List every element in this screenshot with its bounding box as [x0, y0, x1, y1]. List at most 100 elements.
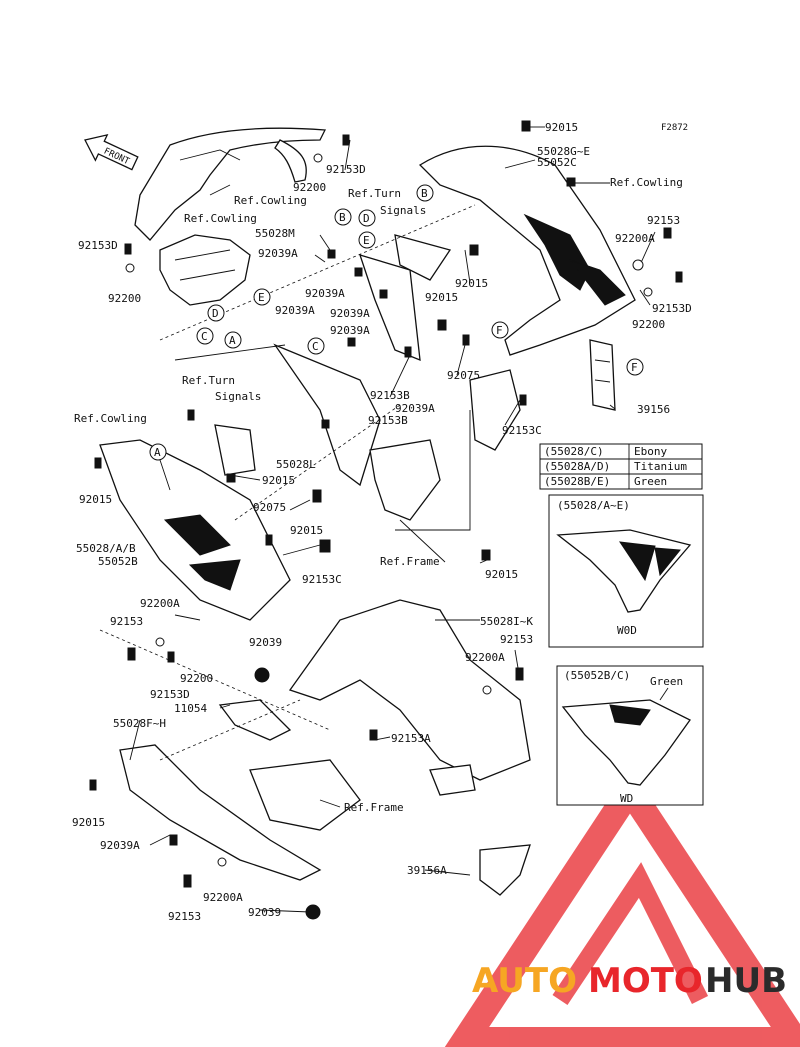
ref-label: Ref.Turn: [182, 374, 235, 387]
part-label: 11054: [174, 702, 207, 715]
watermark-part3: HUB: [705, 961, 787, 1001]
part-label: 92153A: [391, 732, 431, 745]
part-label: 92075: [447, 369, 480, 382]
right-cowl-part: [418, 145, 636, 411]
part-label: 92039A: [275, 304, 315, 317]
part-label: 92015: [545, 121, 578, 134]
color-table: (55028/C) Ebony (55028A/D) Titanium (550…: [539, 443, 703, 490]
part-label: 92200A: [615, 232, 655, 245]
part-label: 92200: [632, 318, 665, 331]
variant-inset-w0d: (55028/A~E) W0D: [548, 494, 704, 648]
part-label: 92015: [72, 816, 105, 829]
watermark-part1: AUTO: [472, 961, 577, 1001]
table-code: (55028A/D): [544, 460, 610, 473]
ref-label: Ref.Cowling: [610, 176, 683, 189]
mid-fairing-part: [99, 439, 291, 621]
part-label: 55052B: [98, 555, 138, 568]
ref-label: Ref.Cowling: [74, 412, 147, 425]
table-code: (55028/C): [544, 445, 604, 458]
part-label: 55028M: [255, 227, 295, 240]
callout-e: E: [258, 291, 265, 304]
part-label: 92039A: [258, 247, 298, 260]
callout-c: C: [201, 330, 208, 343]
part-label: 55028F~H: [113, 717, 166, 730]
callout-b: B: [421, 187, 428, 200]
part-label: 92153: [647, 214, 680, 227]
part-label: 92039A: [395, 402, 435, 415]
part-label: 92039A: [330, 307, 370, 320]
part-label: 92200: [293, 181, 326, 194]
ref-label: Ref.Frame: [380, 555, 440, 568]
callout-a: A: [229, 334, 236, 347]
callout-f: F: [496, 324, 503, 337]
inner-panel-part: [214, 234, 521, 521]
part-label: 92153D: [78, 239, 118, 252]
table-color: Green: [634, 475, 667, 488]
part-label: 55028/A/B: [76, 542, 136, 555]
part-label: 55052C: [537, 156, 577, 169]
part-label: 92153C: [502, 424, 542, 437]
part-label: 92015: [455, 277, 488, 290]
part-label: 92153: [500, 633, 533, 646]
part-label: 92039A: [100, 839, 140, 852]
table-color: Titanium: [634, 460, 687, 473]
lower-fairing-part: [119, 599, 531, 896]
part-label: 92153C: [302, 573, 342, 586]
watermark-logo: [444, 766, 800, 1047]
callout-c: C: [312, 340, 319, 353]
watermark-part2: MOTO: [588, 961, 703, 1001]
variant-inset-wd: (55052B/C) Green WD: [556, 665, 704, 806]
ref-label: Ref.Frame: [344, 801, 404, 814]
part-label: 92039A: [305, 287, 345, 300]
part-label: 55028I~K: [480, 615, 533, 628]
part-label: 39156A: [407, 864, 447, 877]
part-label: 92200: [108, 292, 141, 305]
part-label: 92153D: [326, 163, 366, 176]
ref-label: Signals: [215, 390, 261, 403]
part-label: 92075: [253, 501, 286, 514]
part-label: 92200: [180, 672, 213, 685]
ref-label: Ref.Turn: [348, 187, 401, 200]
inset-title: (55052B/C): [564, 669, 630, 682]
table-color: Ebony: [634, 445, 667, 458]
ref-label: Signals: [380, 204, 426, 217]
part-label: 92153B: [368, 414, 408, 427]
leader-lines: [99, 126, 656, 913]
part-label: 92153: [168, 910, 201, 923]
callout-b: B: [339, 211, 346, 224]
part-label: 92015: [262, 474, 295, 487]
ref-label: Ref.Cowling: [184, 212, 257, 225]
inset-note: Green: [650, 675, 683, 688]
part-label: 92153D: [150, 688, 190, 701]
part-label: 92200A: [203, 891, 243, 904]
part-label: 92153B: [370, 389, 410, 402]
part-label: 92039: [249, 636, 282, 649]
upper-cowl-part: [134, 127, 327, 306]
part-label: 92039: [248, 906, 281, 919]
figure-code: F2872: [661, 123, 688, 133]
part-labels: F2872 92015 55028G~E 55052C Ref.Cowling …: [72, 121, 692, 923]
callout-d: D: [363, 212, 370, 225]
part-label: 92200A: [465, 651, 505, 664]
part-label: 92015: [425, 291, 458, 304]
part-label: 92153: [110, 615, 143, 628]
part-label: 39156: [637, 403, 670, 416]
part-label: 92015: [79, 493, 112, 506]
callout-e: E: [363, 234, 370, 247]
inset-title: (55028/A~E): [557, 499, 630, 512]
callout-circles: B B D E E D C A C F F A: [149, 184, 644, 461]
part-label: 92153D: [652, 302, 692, 315]
part-label: 55028L: [276, 458, 316, 471]
callout-f: F: [631, 361, 638, 374]
inset-tag: W0D: [617, 624, 637, 637]
fasteners: [89, 120, 683, 920]
part-label: 92015: [290, 524, 323, 537]
callout-a: A: [154, 446, 161, 459]
part-label: 92200A: [140, 597, 180, 610]
part-label: 55028G~E: [537, 145, 590, 158]
watermark-text: AUTO MOTO HUB: [472, 961, 787, 1001]
ref-label: Ref.Cowling: [234, 194, 307, 207]
table-code: (55028B/E): [544, 475, 610, 488]
